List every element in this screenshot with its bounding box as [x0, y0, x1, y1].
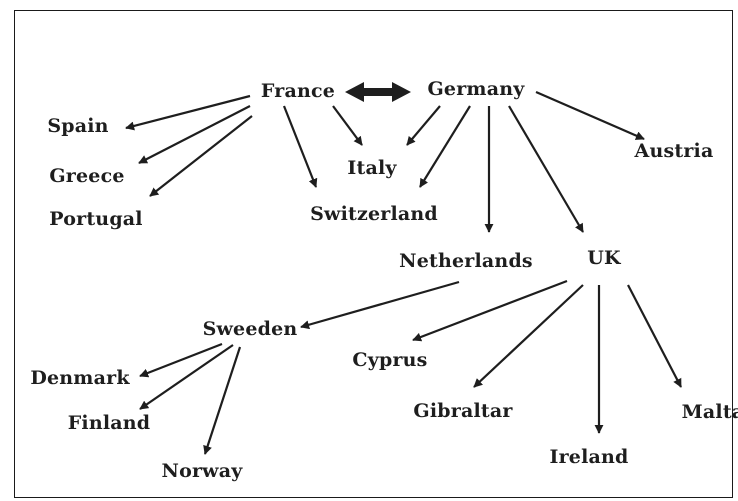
edge-france-switzerland [282, 105, 318, 188]
edge-france-spain [125, 94, 251, 131]
node-gibraltar: Gibraltar [413, 400, 513, 422]
edge-sweeden-finland [139, 344, 234, 410]
edge-netherlands-sweeden [300, 280, 460, 330]
edge-uk-malta [627, 284, 682, 388]
node-spain: Spain [47, 115, 108, 137]
node-germany: Germany [428, 78, 526, 100]
edge-germany-uk [508, 105, 584, 233]
edge-germany-switzerland [419, 105, 471, 188]
node-uk: UK [587, 247, 622, 269]
node-malta: Malta [682, 401, 738, 423]
node-austria: Austria [634, 140, 714, 162]
edge-sweeden-denmark [139, 342, 223, 378]
node-switzerland: Switzerland [310, 203, 438, 225]
node-denmark: Denmark [30, 367, 130, 389]
edge-germany-italy [406, 105, 441, 146]
edge-france-italy [332, 105, 363, 146]
edge-uk-gibraltar [473, 284, 584, 388]
edge-france-germany [345, 82, 411, 102]
edge-france-portugal [149, 115, 253, 197]
node-greece: Greece [49, 165, 124, 187]
node-france: France [261, 80, 335, 102]
node-finland: Finland [68, 412, 151, 434]
node-ireland: Ireland [549, 446, 628, 468]
node-portugal: Portugal [49, 208, 142, 230]
node-italy: Italy [347, 157, 397, 179]
edge-sweeden-norway [203, 346, 242, 455]
edge-germany-austria [535, 90, 645, 141]
edge-uk-cyprus [412, 279, 568, 342]
edge-france-greece [138, 105, 251, 164]
node-norway: Norway [162, 460, 244, 482]
edges-layer [125, 82, 682, 455]
node-netherlands: Netherlands [399, 250, 533, 272]
diagram-border [14, 10, 733, 498]
node-sweeden: Sweeden [203, 318, 298, 340]
node-cyprus: Cyprus [352, 349, 427, 371]
